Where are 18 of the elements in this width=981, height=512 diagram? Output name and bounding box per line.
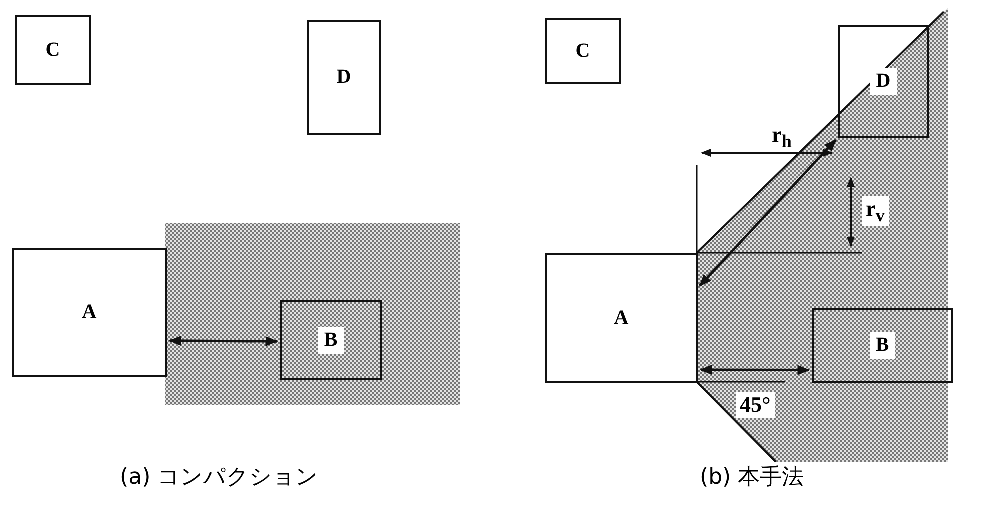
rectangle-block	[12, 248, 167, 377]
rectangle-block	[280, 300, 382, 380]
double-arrow	[168, 336, 278, 346]
panel-caption: (b) 本手法	[700, 464, 804, 492]
rectangle-block	[838, 25, 929, 138]
block-letter: B	[870, 332, 896, 359]
angle-label: 45°	[736, 392, 775, 418]
rectangle-block	[15, 15, 91, 85]
panel-caption: (a) コンパクション	[120, 464, 319, 492]
rectangle-block	[307, 20, 381, 135]
rectangle-block	[545, 18, 621, 84]
dimension-label: r$_{v}$	[862, 196, 889, 226]
block-letter: D	[870, 68, 897, 95]
rectangle-block	[545, 253, 698, 383]
block-letter: B	[318, 326, 344, 354]
double-arrow	[700, 365, 810, 376]
double-arrow	[699, 139, 837, 287]
rectangle-block	[812, 308, 953, 383]
